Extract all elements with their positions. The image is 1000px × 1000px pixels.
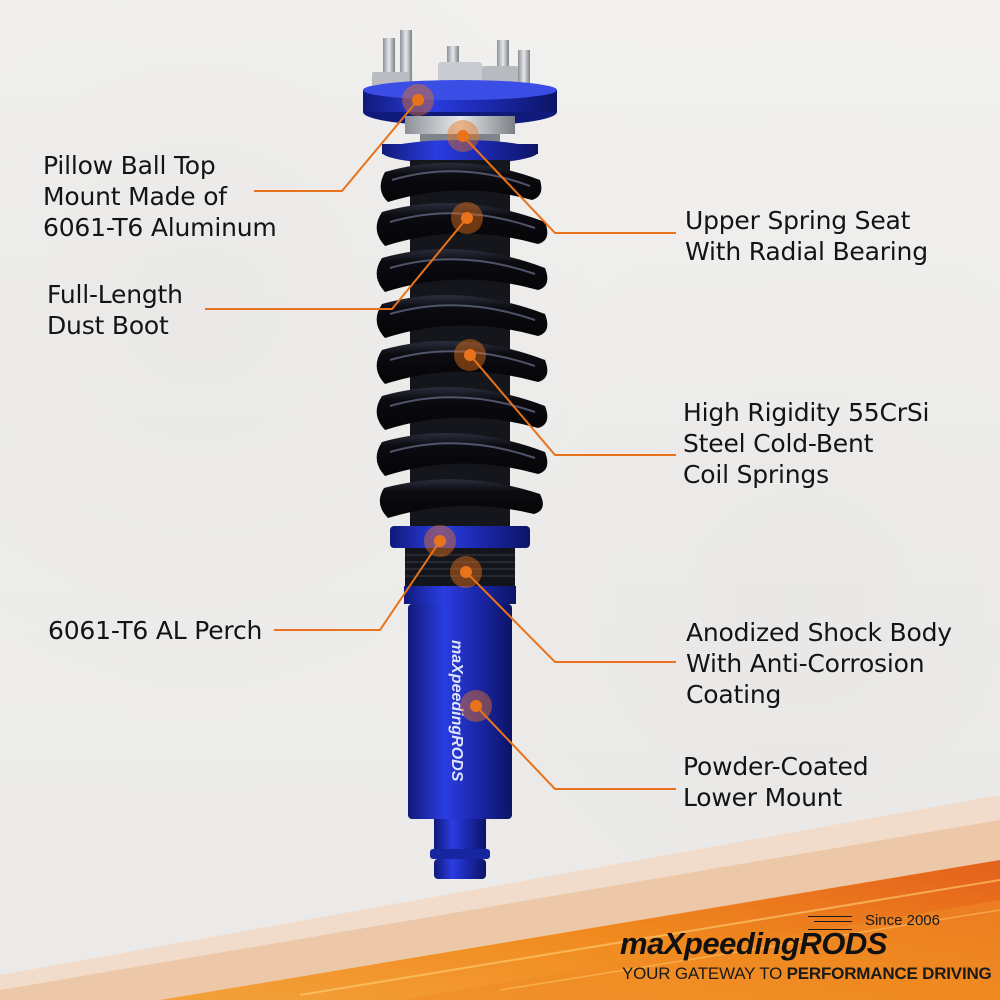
body-logo: maXpeedingRODS bbox=[448, 640, 465, 782]
speed-lines-icon bbox=[808, 916, 852, 930]
callout-upper-spring-seat: Upper Spring Seat With Radial Bearing bbox=[685, 206, 928, 266]
brand-since: Since 2006 bbox=[864, 912, 940, 929]
tagline-bold: PERFORMANCE DRIVING bbox=[786, 964, 992, 983]
callout-lower-mount: Powder-Coated Lower Mount bbox=[683, 752, 869, 812]
callout-coil-springs: High Rigidity 55CrSi Steel Cold-Bent Coi… bbox=[683, 398, 930, 489]
top-mount-studs bbox=[372, 30, 530, 88]
callout-pillow-ball-top-mount: Pillow Ball Top Mount Made of 6061-T6 Al… bbox=[43, 151, 277, 242]
callout-shock-body: Anodized Shock Body With Anti-Corrosion … bbox=[686, 618, 952, 709]
tagline-light: YOUR GATEWAY TO bbox=[622, 964, 787, 983]
brand-name: maXpeedingRODS bbox=[620, 926, 887, 961]
brand-tagline: YOUR GATEWAY TO PERFORMANCE DRIVING bbox=[622, 964, 992, 984]
callout-al-perch: 6061-T6 AL Perch bbox=[48, 616, 263, 645]
brand-logo: Since 2006 maXpeedingRODS YOUR GATEWAY T… bbox=[620, 912, 992, 983]
callout-dust-boot: Full-Length Dust Boot bbox=[47, 280, 183, 340]
coil-spring bbox=[376, 160, 548, 540]
